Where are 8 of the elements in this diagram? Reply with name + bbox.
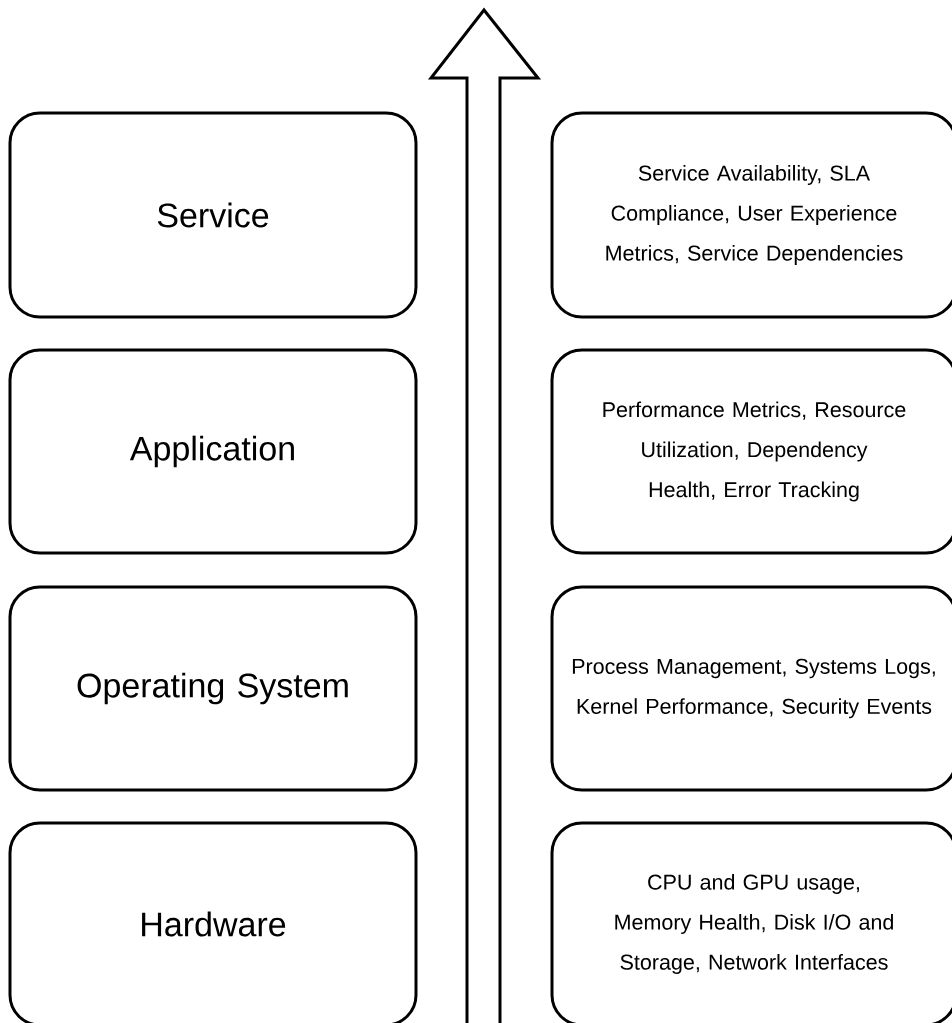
layer-box: Service bbox=[8, 111, 418, 319]
metrics-box: Service Availability, SLA Compliance, User Experience Metrics, Service Dependencies bbox=[550, 111, 952, 319]
layer-box: Application bbox=[8, 348, 418, 555]
metrics-box: Performance Metrics, Resource Utilization, Dependency Health, Error Tracking bbox=[550, 348, 952, 555]
layer-box: Operating System bbox=[8, 585, 418, 792]
metrics-box: Process Management, Systems Logs, Kernel Performance, Security Events bbox=[550, 585, 952, 792]
metrics-box: CPU and GPU usage, Memory Health, Disk I/O and Storage, Network Interfaces bbox=[550, 821, 952, 1023]
layer-box: Hardware bbox=[8, 821, 418, 1023]
